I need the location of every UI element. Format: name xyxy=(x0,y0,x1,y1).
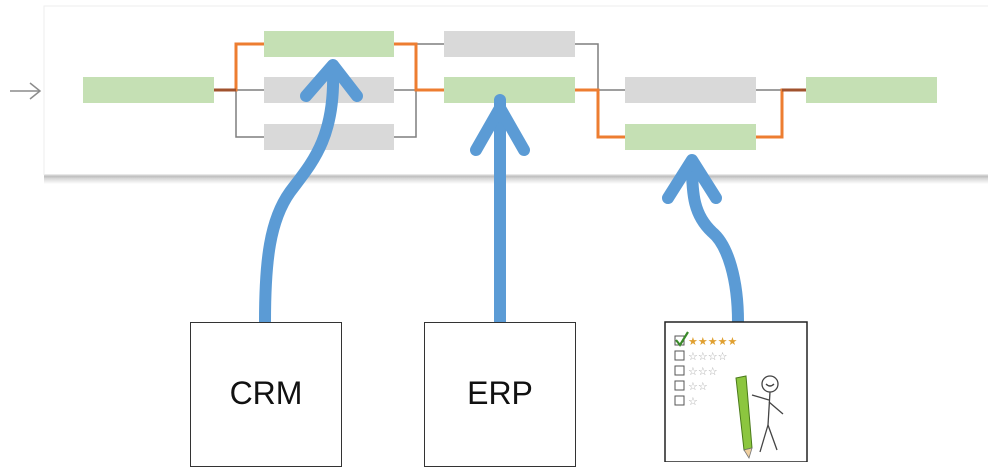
crm-label: CRM xyxy=(229,375,303,411)
arrow-crm-head xyxy=(300,59,363,102)
svg-text:☆: ☆ xyxy=(688,395,698,408)
step-s4b[interactable] xyxy=(625,124,756,150)
source-arrows xyxy=(259,59,744,328)
step-s5[interactable] xyxy=(806,77,937,103)
arrow-erp-head xyxy=(470,102,530,156)
step-s3a[interactable] xyxy=(444,31,575,57)
arrow-crm xyxy=(259,66,340,328)
erp-label: ERP xyxy=(467,375,533,411)
svg-text:☆☆☆☆: ☆☆☆☆ xyxy=(688,350,728,363)
right-arrow-icon xyxy=(10,82,42,100)
step-s1[interactable] xyxy=(83,77,214,103)
process-panel xyxy=(43,5,988,184)
svg-text:☆☆☆: ☆☆☆ xyxy=(688,365,718,378)
arrow-survey xyxy=(686,159,744,328)
path-s3a-join xyxy=(575,43,599,90)
step-s2a[interactable] xyxy=(264,31,394,57)
active-path xyxy=(214,42,806,139)
panel-border xyxy=(43,5,988,175)
crm-system-box: CRM xyxy=(190,322,342,467)
path-s2c-join xyxy=(394,90,417,138)
step-s4a[interactable] xyxy=(625,77,756,103)
svg-text:☆☆: ☆☆ xyxy=(688,380,708,393)
path-s1-s2c xyxy=(214,89,264,138)
svg-text:★★★★★: ★★★★★ xyxy=(688,335,737,348)
step-s3b[interactable] xyxy=(444,77,575,103)
arrow-survey-head xyxy=(662,154,722,204)
survey-rating-checklist-icon: ★★★★★ ☆☆☆☆ ☆☆☆ ☆☆ ☆ xyxy=(664,321,808,463)
panel-shadow-fade xyxy=(44,176,988,184)
erp-system-box: ERP xyxy=(424,322,576,467)
